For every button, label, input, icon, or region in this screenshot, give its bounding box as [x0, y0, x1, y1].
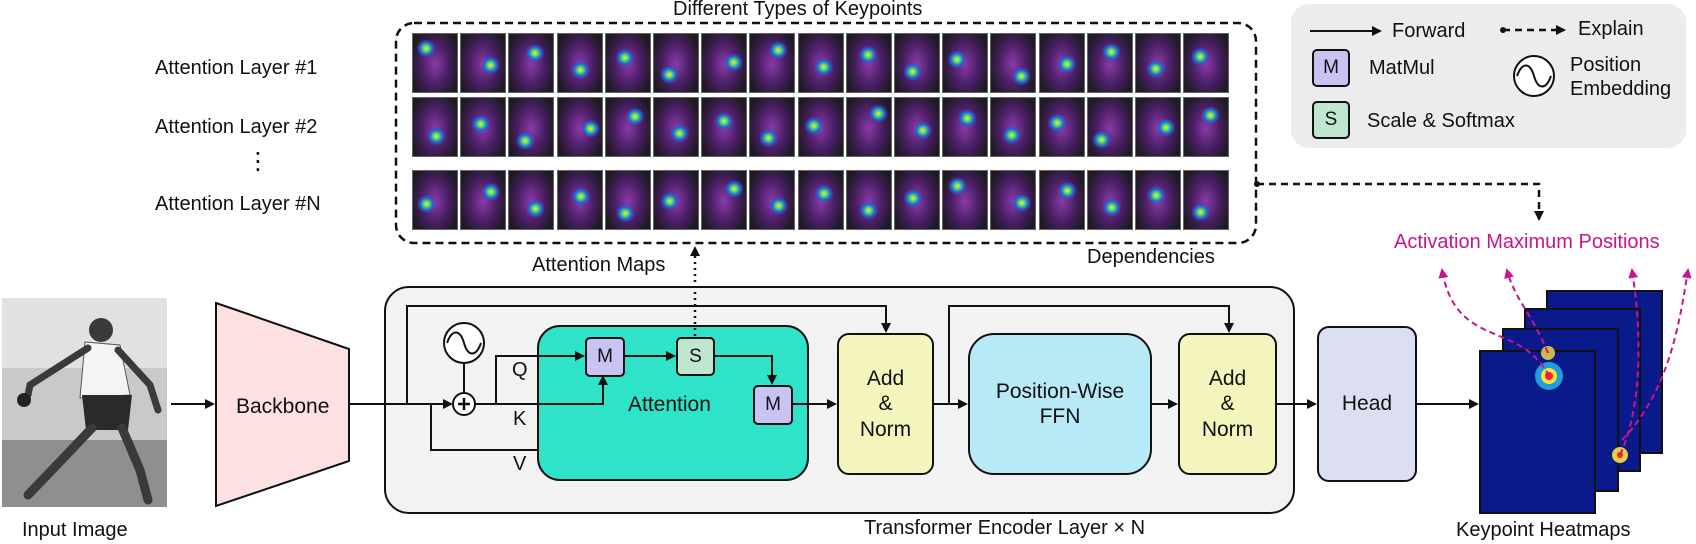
input-image	[2, 298, 167, 507]
add-norm-box-2: Add&Norm	[1178, 333, 1277, 475]
dependencies-label: Dependencies	[1087, 246, 1215, 268]
attention-map-thumb	[845, 33, 892, 93]
attention-map-thumb	[749, 97, 796, 157]
attention-map-thumb	[1135, 97, 1181, 157]
attention-map-thumb	[942, 97, 989, 157]
attention-map-thumb	[701, 97, 748, 157]
attention-map-thumb	[749, 170, 796, 230]
attention-map-thumb	[749, 33, 796, 93]
row-ellipsis: ⋮	[246, 148, 270, 175]
matmul-box-2: M	[753, 385, 793, 425]
attention-map-thumb	[508, 170, 555, 230]
skip-connection-2	[948, 305, 1234, 404]
attention-map-thumb	[1038, 170, 1085, 230]
attention-map-thumb	[1135, 170, 1181, 230]
attention-map-thumb	[653, 170, 699, 230]
attention-map-thumb	[990, 33, 1037, 93]
attention-map-thumb	[412, 97, 458, 157]
head-box: Head	[1317, 326, 1417, 482]
attention-map-thumb	[942, 170, 989, 230]
legend-softmax-box: S	[1312, 101, 1350, 139]
attention-map-thumb	[1183, 97, 1230, 157]
heatmaps-label: Keypoint Heatmaps	[1456, 519, 1631, 541]
attention-map-thumb	[508, 33, 555, 93]
k-label: K	[513, 408, 527, 430]
attention-map-thumb	[990, 170, 1037, 230]
attention-map-thumb	[1038, 97, 1085, 157]
backbone-label: Backbone	[236, 395, 330, 418]
attention-map-thumb	[604, 33, 651, 93]
attention-label: Attention	[628, 393, 711, 416]
legend-softmax-label: Scale & Softmax	[1367, 110, 1515, 132]
attention-maps-label: Attention Maps	[532, 254, 666, 276]
attention-map-thumb	[412, 33, 458, 93]
attention-map-thumb	[1135, 33, 1181, 93]
row-label-n: Attention Layer #N	[155, 193, 321, 215]
heatmap-stack	[1479, 290, 1663, 514]
v-label: V	[513, 453, 527, 475]
k-path	[475, 375, 608, 405]
attention-map-thumb	[701, 170, 748, 230]
attention-map-thumb	[1038, 33, 1085, 93]
attention-map-thumb	[942, 33, 989, 93]
attention-map-thumb	[412, 170, 458, 230]
q-label: Q	[512, 359, 528, 381]
legend-matmul-label: MatMul	[1369, 57, 1435, 79]
matmul-box-1: M	[585, 337, 625, 377]
encoder-caption: Transformer Encoder Layer × N	[864, 517, 1146, 539]
legend-panel	[1291, 4, 1686, 148]
row-label-2: Attention Layer #2	[155, 116, 318, 138]
explain-arrow-3	[1619, 268, 1640, 456]
activation-max-title: Activation Maximum Positions	[1394, 231, 1660, 253]
attention-maps-title: Different Types of Keypoints	[673, 0, 923, 20]
attention-map-thumb	[894, 170, 940, 230]
attention-map-thumb	[894, 97, 940, 157]
skip-connection-1	[406, 305, 891, 404]
attention-map-thumb	[797, 33, 844, 93]
add-norm-box-1: Add&Norm	[837, 333, 934, 475]
attention-map-thumb	[845, 170, 892, 230]
attention-map-thumb	[604, 170, 651, 230]
attention-map-thumb	[556, 170, 603, 230]
attention-map-thumb	[797, 97, 844, 157]
softmax-box: S	[676, 337, 715, 376]
attention-map-thumb	[701, 33, 748, 93]
explain-arrow-4	[1621, 268, 1692, 441]
input-image-label: Input Image	[22, 519, 128, 541]
attention-map-thumb	[556, 33, 603, 93]
attention-map-thumb	[1086, 97, 1133, 157]
attention-map-thumb	[508, 97, 555, 157]
attention-map-thumb	[604, 97, 651, 157]
legend-matmul-box: M	[1312, 49, 1350, 87]
attention-map-thumb	[653, 33, 699, 93]
attention-map-thumb	[460, 97, 507, 157]
attention-map-thumb	[1183, 33, 1230, 93]
arrow-softmax-matmul2	[715, 355, 777, 385]
attention-map-thumb	[653, 97, 699, 157]
backbone-shape	[215, 301, 350, 508]
attention-map-thumb	[460, 170, 507, 230]
dependencies-arrow	[1257, 182, 1544, 221]
attention-map-thumb	[797, 170, 844, 230]
attention-map-thumb	[845, 97, 892, 157]
attention-maps-frame	[394, 21, 1258, 245]
row-label-1: Attention Layer #1	[155, 57, 318, 79]
explain-arrow-1	[1438, 268, 1550, 377]
attention-map-thumb	[990, 97, 1037, 157]
legend-forward-label: Forward	[1392, 20, 1466, 42]
attention-map-thumb	[556, 97, 603, 157]
attention-map-thumb	[1086, 170, 1133, 230]
attention-map-thumb	[894, 33, 940, 93]
attention-map-thumb	[1086, 33, 1133, 93]
attention-map-thumb	[460, 33, 507, 93]
explain-arrow-2	[1504, 268, 1549, 354]
legend-explain-label: Explain	[1578, 18, 1644, 40]
attention-map-thumb	[1183, 170, 1230, 230]
